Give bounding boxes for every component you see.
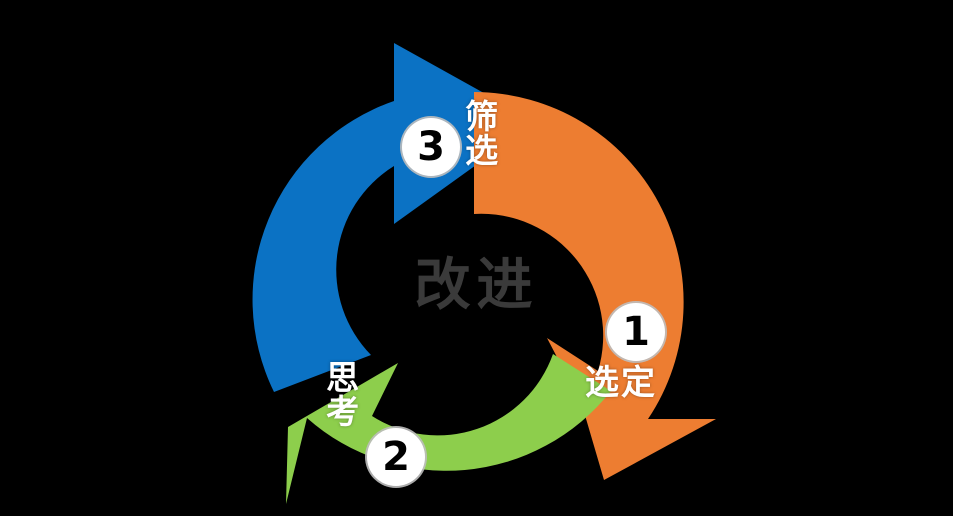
step-label-3: 筛选 <box>459 99 499 167</box>
step-badge-3[interactable]: 3 <box>402 118 460 176</box>
arrow-segment-1-orange[interactable] <box>474 92 716 480</box>
step-label-1: 选定 <box>585 363 657 403</box>
arrow-segment-2-green[interactable] <box>286 354 611 504</box>
step-badge-2-number: 2 <box>382 434 410 480</box>
step-badge-2[interactable]: 2 <box>367 428 425 486</box>
arrow-segment-3-blue[interactable] <box>252 43 536 392</box>
step-badge-1-number: 1 <box>622 309 650 355</box>
step-badge-1[interactable]: 1 <box>607 303 665 361</box>
step-badge-3-number: 3 <box>417 124 445 170</box>
step-label-2: 思考 <box>320 360 360 428</box>
